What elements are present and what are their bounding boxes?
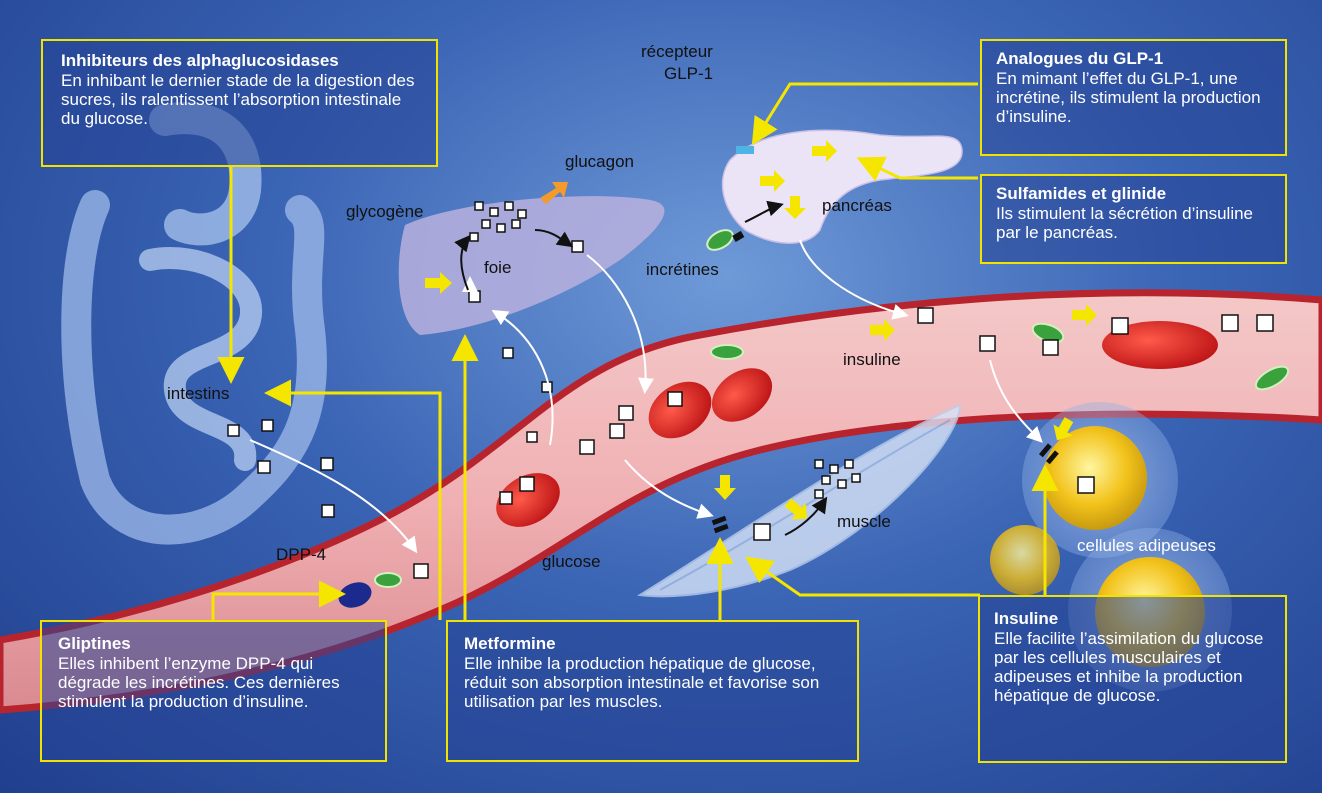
box-sulfamides-title: Sulfamides et glinide [996,184,1271,204]
label-recepteur: récepteur [641,42,713,62]
box-glp1-analogues: Analogues du GLP-1 En mimant l’effet du … [980,39,1287,156]
label-glycogene: glycogène [346,202,424,222]
box-glp1-analogues-title: Analogues du GLP-1 [996,49,1271,69]
label-intestins: intestins [167,384,229,404]
pancreas-illustration [723,130,963,243]
label-muscle: muscle [837,512,891,532]
label-insuline: insuline [843,350,901,370]
box-insuline-title: Insuline [994,609,1271,629]
box-metformine: Metformine Elle inhibe la production hép… [446,620,859,762]
box-alphaglucosidases-title: Inhibiteurs des alphaglucosidases [61,51,418,71]
box-sulfamides-text: Ils stimulent la sécrétion d’insuline pa… [996,204,1271,242]
label-foie: foie [484,258,511,278]
label-glp1: GLP-1 [664,64,713,84]
label-pancreas: pancréas [822,196,892,216]
box-alphaglucosidases: Inhibiteurs des alphaglucosidases En inh… [41,39,438,167]
box-glp1-analogues-text: En mimant l’effet du GLP-1, une incrétin… [996,69,1271,126]
label-cellules-adipeuses: cellules adipeuses [1077,536,1216,556]
box-gliptines: Gliptines Elles inhibent l’enzyme DPP-4 … [40,620,387,762]
label-dpp4: DPP-4 [276,545,326,565]
box-insuline: Insuline Elle facilite l’assimilation du… [978,595,1287,763]
box-gliptines-text: Elles inhibent l’enzyme DPP-4 qui dégrad… [58,654,369,711]
intestines-illustration [76,118,312,529]
box-insuline-text: Elle facilite l’assimilation du glucose … [994,629,1271,705]
label-glucose: glucose [542,552,601,572]
box-metformine-title: Metformine [464,634,841,654]
box-gliptines-title: Gliptines [58,634,369,654]
box-metformine-text: Elle inhibe la production hépatique de g… [464,654,841,711]
label-glucagon: glucagon [565,152,634,172]
box-sulfamides: Sulfamides et glinide Ils stimulent la s… [980,174,1287,264]
liver-illustration [399,196,665,335]
label-incretines: incrétines [646,260,719,280]
box-alphaglucosidases-text: En inhibant le dernier stade de la diges… [61,71,418,128]
